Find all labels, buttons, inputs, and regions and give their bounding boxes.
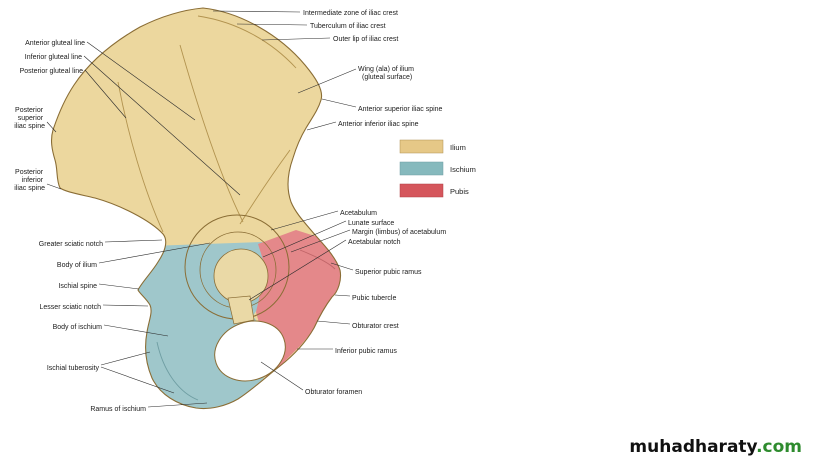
label-line: iliac spine <box>14 185 45 192</box>
leader-lines <box>46 10 357 408</box>
label-ischial-spine: Ischial spine <box>58 283 97 290</box>
watermark: muhadharaty.com <box>629 437 802 457</box>
label-body-of-ischium: Body of ischium <box>53 324 103 331</box>
superior-ramus-ridge <box>299 249 336 270</box>
bone-detail-lines <box>117 15 336 401</box>
label-anterior-inferior-iliac-spine: Anterior inferior iliac spine <box>338 121 419 128</box>
label-acetabular-notch: Acetabular notch <box>348 239 401 246</box>
leader-line <box>104 239 163 243</box>
label-line: inferior <box>22 177 44 184</box>
inferior-gluteal-line-shape <box>239 149 291 225</box>
acetabulum-group <box>184 214 290 325</box>
leader-line <box>270 210 339 231</box>
legend-swatch-ilium <box>399 139 444 154</box>
legend: Ilium Ischium Pubis <box>399 139 476 198</box>
labels: Intermediate zone of iliac crest Tubercu… <box>14 10 446 413</box>
leader-line <box>98 242 211 264</box>
label-wing-of-ilium: Wing (ala) of ilium <box>358 66 414 73</box>
label-margin-limbus: Margin (limbus) of acetabulum <box>352 229 446 236</box>
leader-line <box>248 239 347 301</box>
label-acetabulum: Acetabulum <box>340 210 377 217</box>
leader-line <box>306 121 337 131</box>
label-line: Posterior <box>15 107 44 114</box>
iliac-crest-inner-line <box>197 15 297 69</box>
leader-line <box>100 366 175 394</box>
label-greater-sciatic-notch: Greater sciatic notch <box>39 241 103 248</box>
label-tuberculum: Tuberculum of iliac crest <box>310 23 386 30</box>
obturator-foramen-shape <box>214 320 286 382</box>
label-obturator-foramen: Obturator foramen <box>305 389 362 396</box>
label-lesser-sciatic-notch: Lesser sciatic notch <box>40 304 102 311</box>
label-superior-pubic-ramus: Superior pubic ramus <box>355 269 422 276</box>
leader-line <box>261 37 331 41</box>
ischial-tuberosity-ridge <box>156 341 199 401</box>
label-line: Posterior <box>15 169 44 176</box>
leader-line <box>212 10 301 13</box>
label-wing-of-ilium-sub: (gluteal surface) <box>362 74 412 81</box>
legend-swatch-pubis <box>399 183 444 198</box>
leader-line <box>334 294 351 297</box>
label-posterior-superior-iliac-spine: Posterior superior iliac spine <box>14 107 45 130</box>
acetabular-notch-shape <box>227 295 255 325</box>
leader-line <box>102 304 149 307</box>
label-line: superior <box>18 115 44 122</box>
watermark-tld: .com <box>756 437 802 457</box>
leader-line <box>316 320 351 325</box>
label-obturator-crest: Obturator crest <box>352 323 399 330</box>
anterior-gluteal-line-shape <box>179 44 244 223</box>
label-posterior-inferior-iliac-spine: Posterior inferior iliac spine <box>14 169 45 192</box>
bone-outline <box>50 7 342 410</box>
label-lunate-surface: Lunate surface <box>348 220 394 227</box>
label-pubic-tubercle: Pubic tubercle <box>352 295 396 302</box>
leader-line <box>330 262 354 271</box>
label-ischial-tuberosity: Ischial tuberosity <box>47 365 100 372</box>
label-body-of-ilium: Body of ilium <box>57 262 97 269</box>
leader-line <box>100 351 151 366</box>
leader-line <box>83 55 241 196</box>
leader-line <box>103 324 169 337</box>
label-inferior-gluteal-line: Inferior gluteal line <box>25 54 82 61</box>
label-outer-lip: Outer lip of iliac crest <box>333 36 398 43</box>
leader-line <box>46 121 57 133</box>
label-anterior-gluteal-line: Anterior gluteal line <box>25 40 85 47</box>
posterior-gluteal-line-shape <box>117 81 164 233</box>
leader-line <box>46 183 62 190</box>
leader-line <box>260 361 304 391</box>
leader-line <box>98 283 140 290</box>
label-ramus-of-ischium: Ramus of ischium <box>90 406 146 413</box>
leader-line <box>321 98 357 108</box>
legend-label-ilium: Ilium <box>450 143 466 152</box>
acetabular-fossa <box>213 248 269 304</box>
label-posterior-gluteal-line: Posterior gluteal line <box>20 68 84 75</box>
leader-line <box>86 41 196 121</box>
leader-line <box>290 229 351 253</box>
legend-label-ischium: Ischium <box>450 165 476 174</box>
leader-line <box>84 69 127 119</box>
leader-line <box>297 68 357 94</box>
watermark-name: muhadharaty <box>629 437 757 457</box>
label-intermediate-zone: Intermediate zone of iliac crest <box>303 10 398 17</box>
label-anterior-superior-iliac-spine: Anterior superior iliac spine <box>358 106 443 113</box>
legend-label-pubis: Pubis <box>450 187 469 196</box>
leader-line <box>147 402 208 408</box>
leader-line <box>262 220 347 258</box>
label-line: iliac spine <box>14 123 45 130</box>
leader-line <box>236 23 308 26</box>
legend-swatch-ischium <box>399 161 444 176</box>
label-inferior-pubic-ramus: Inferior pubic ramus <box>335 348 397 355</box>
